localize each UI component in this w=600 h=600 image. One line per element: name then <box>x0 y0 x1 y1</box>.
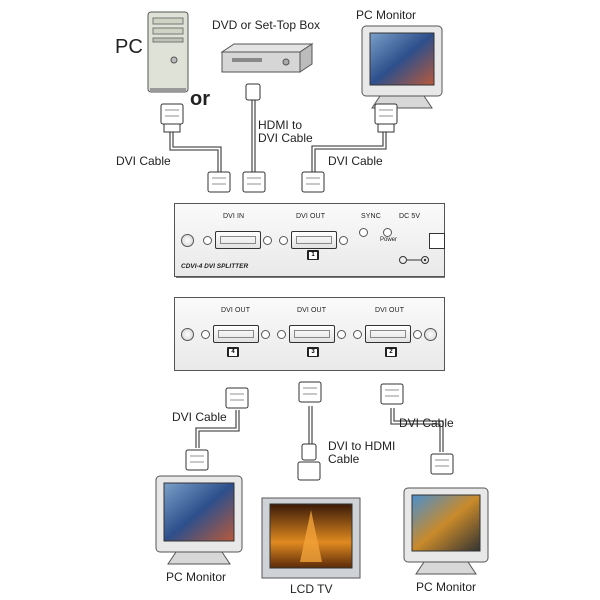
dc-jack-icon <box>429 233 445 249</box>
port-badge-1: 1 <box>307 250 319 260</box>
dvi-cable-bottom-left-label: DVI Cable <box>172 410 227 424</box>
dvi-out-port-3 <box>289 325 335 343</box>
port-badge-2: 2 <box>385 347 397 357</box>
monitor-left-icon <box>155 475 243 565</box>
dvd-label: DVD or Set-Top Box <box>212 18 321 32</box>
dvi-to-hdmi-label-2: Cable <box>328 452 360 466</box>
led-icon <box>279 236 288 245</box>
dvi-in-label: DVI IN <box>223 213 245 220</box>
dvi-out-label: DVI OUT <box>296 213 326 220</box>
monitor-right-icon <box>403 487 489 575</box>
port-badge-3: 3 <box>307 347 319 357</box>
lcd-tv-icon <box>261 497 361 579</box>
dvd-player-icon <box>220 43 314 73</box>
port-badge-4: 4 <box>227 347 239 357</box>
polarity-icon <box>399 256 429 264</box>
led-icon <box>277 330 286 339</box>
splitter-rear-panel: DVI OUT 4 DVI OUT 3 DVI OUT 2 <box>174 297 445 371</box>
sync-label: SYNC <box>361 213 381 220</box>
dc5v-label: DC 5V <box>399 213 421 220</box>
pc-monitor-top-label: PC Monitor <box>356 8 417 22</box>
dvi-out-4-label: DVI OUT <box>221 307 251 314</box>
led-icon <box>413 330 422 339</box>
led-icon <box>339 236 348 245</box>
pc-tower-icon <box>147 11 189 93</box>
led-icon <box>353 330 362 339</box>
dvi-out-3-label: DVI OUT <box>297 307 327 314</box>
model-label: CDVI-4 DVI SPLITTER <box>181 263 249 270</box>
power-led-icon <box>383 228 392 237</box>
monitor-top-icon <box>361 25 443 109</box>
dvi-cable-bottom-right-label: DVI Cable <box>399 416 454 430</box>
sync-led-icon <box>359 228 368 237</box>
dvi-out-2-label: DVI OUT <box>375 307 405 314</box>
dvi-in-port <box>215 231 261 249</box>
led-icon <box>203 236 212 245</box>
hdmi-to-dvi-label-2: DVI Cable <box>258 131 313 145</box>
dvi-to-hdmi-label-1: DVI to HDMI <box>328 439 396 453</box>
pc-label: PC <box>115 36 143 58</box>
screw-icon <box>424 328 437 341</box>
led-icon <box>261 330 270 339</box>
screw-icon <box>181 234 194 247</box>
dvi-out-port-2 <box>365 325 411 343</box>
or-label: or <box>190 88 210 110</box>
dvi-out-port-4 <box>213 325 259 343</box>
screw-icon <box>181 328 194 341</box>
led-icon <box>263 236 272 245</box>
pc-monitor-right-label: PC Monitor <box>416 580 477 594</box>
dvi-out-port-1 <box>291 231 337 249</box>
pc-monitor-left-label: PC Monitor <box>166 570 227 584</box>
dvi-cable-right-label: DVI Cable <box>328 154 383 168</box>
led-icon <box>201 330 210 339</box>
hdmi-to-dvi-label-1: HDMI to <box>258 118 303 132</box>
power-label: Power <box>380 237 398 243</box>
led-icon <box>337 330 346 339</box>
lcd-tv-label: LCD TV <box>290 582 333 596</box>
dvi-cable-left-label: DVI Cable <box>116 154 171 168</box>
splitter-front-panel: DVI IN DVI OUT SYNC DC 5V Power 1 CDVI-4… <box>174 203 445 277</box>
